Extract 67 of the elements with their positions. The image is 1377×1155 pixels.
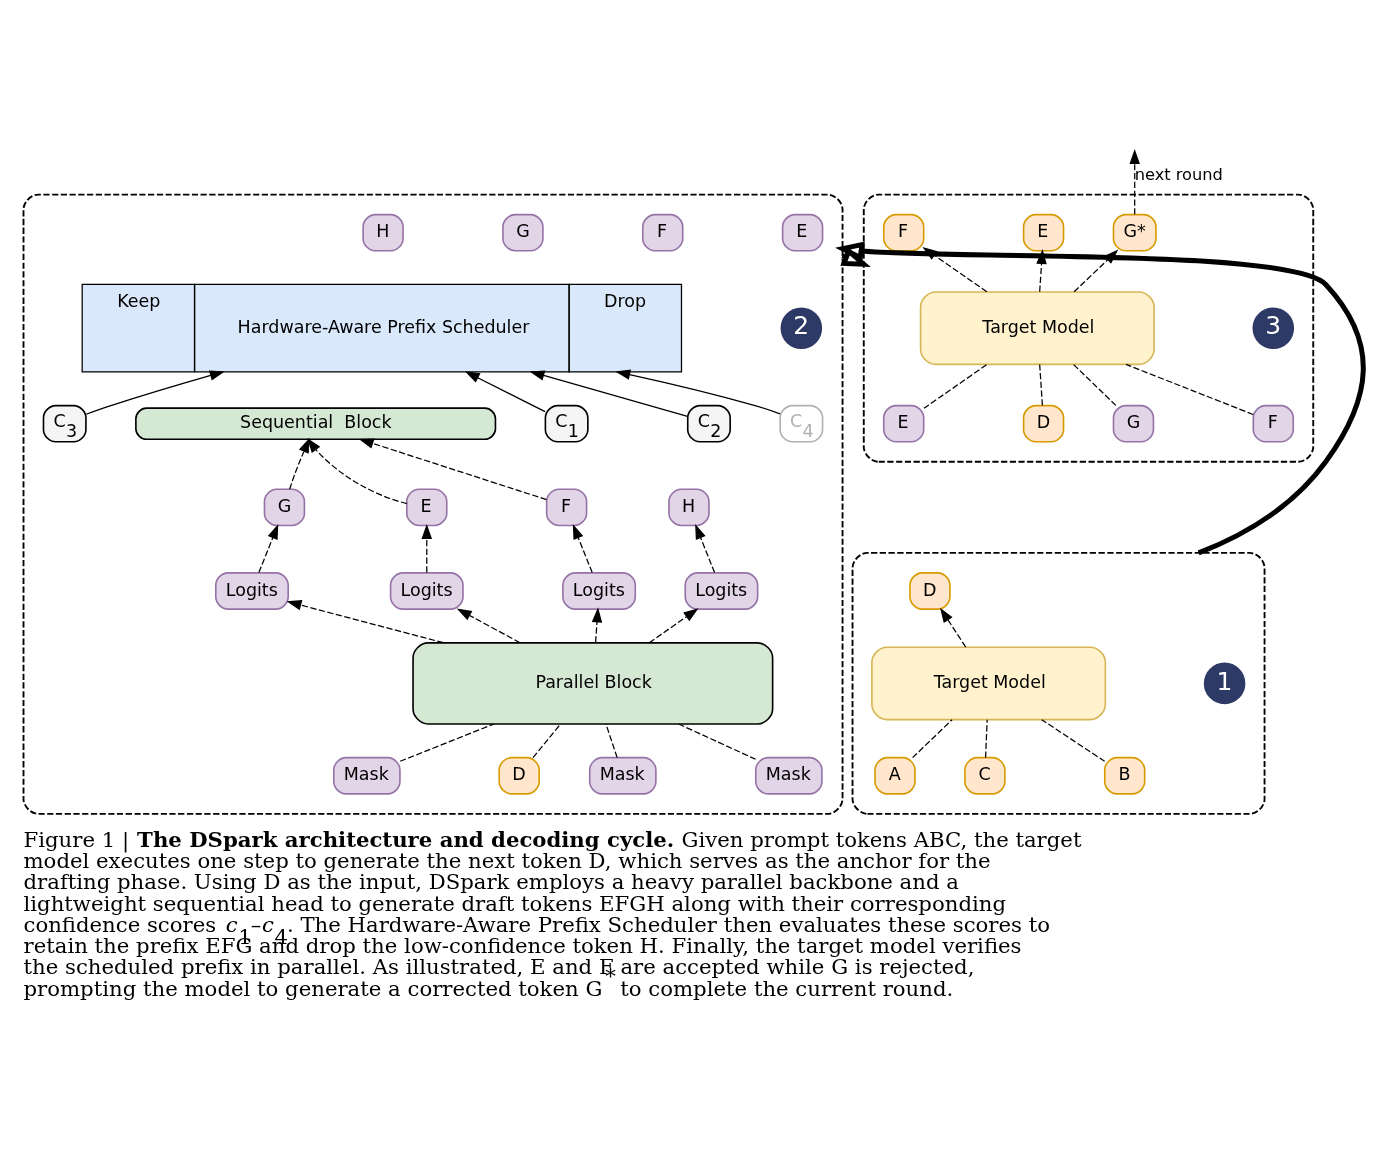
cluster <box>862 193 1315 463</box>
node-box: Logits <box>562 571 637 610</box>
arrow <box>289 437 310 490</box>
node-box: G* <box>1112 213 1157 252</box>
node-box: D <box>1022 404 1065 443</box>
node-box: G <box>502 213 544 252</box>
node-box: F <box>882 213 925 252</box>
arrow <box>358 438 548 500</box>
node-box: H <box>362 213 404 252</box>
node-box: Mask <box>332 756 401 795</box>
node-box: F <box>1252 404 1295 443</box>
node-box: Mask <box>588 756 657 795</box>
arrow <box>464 370 546 412</box>
node-box: E <box>406 487 448 526</box>
node-box: D <box>498 756 540 795</box>
node-box: F <box>641 213 684 252</box>
connector <box>678 722 757 760</box>
arrow <box>456 607 521 643</box>
node-box: H <box>668 487 710 526</box>
connector <box>532 723 562 758</box>
arrow <box>529 370 689 417</box>
node-box: E <box>1022 213 1065 252</box>
edge-label: next round <box>1134 164 1223 184</box>
arrow <box>421 523 433 573</box>
arrow <box>85 369 225 415</box>
connector <box>923 363 988 409</box>
arrow <box>307 437 408 504</box>
node-box: Sequential Block <box>135 406 497 440</box>
node-box: Target Model <box>871 645 1107 720</box>
connector <box>911 718 953 758</box>
node-circle: 2 <box>780 306 823 349</box>
connector <box>1041 718 1106 762</box>
arrow <box>286 599 444 643</box>
arrow <box>1129 148 1140 215</box>
node-box: C <box>964 756 1006 795</box>
arrow <box>258 523 279 573</box>
node-box: A <box>874 756 916 795</box>
connector <box>1072 363 1117 406</box>
node-circle: 1 <box>1203 662 1246 704</box>
cluster <box>22 193 844 815</box>
node-box: B <box>1103 756 1146 795</box>
arrow <box>572 523 593 573</box>
connector <box>1039 363 1044 406</box>
arrow <box>648 607 699 643</box>
node-box: G <box>263 487 306 526</box>
node-box: Logits <box>389 571 464 610</box>
connector <box>605 723 618 758</box>
node-box: E <box>781 213 824 252</box>
cluster <box>851 551 1266 815</box>
arrow <box>591 606 603 643</box>
arrow <box>940 607 967 648</box>
arrow <box>615 369 781 414</box>
node-box: Target Model <box>919 290 1155 365</box>
connector <box>984 718 988 758</box>
node-box: Logits <box>684 571 759 610</box>
node-box: Logits <box>214 571 289 610</box>
node-box: D <box>909 571 951 610</box>
node-box: Parallel Block <box>412 641 774 725</box>
arrow <box>835 240 1366 555</box>
connector <box>1125 363 1254 415</box>
arrow <box>695 523 716 573</box>
node-box: E <box>882 404 925 443</box>
node-circle: 3 <box>1252 306 1295 349</box>
node-box: F <box>545 487 588 526</box>
connector <box>399 722 495 762</box>
node-box: Mask <box>754 756 823 795</box>
node-box: G <box>1112 404 1155 443</box>
